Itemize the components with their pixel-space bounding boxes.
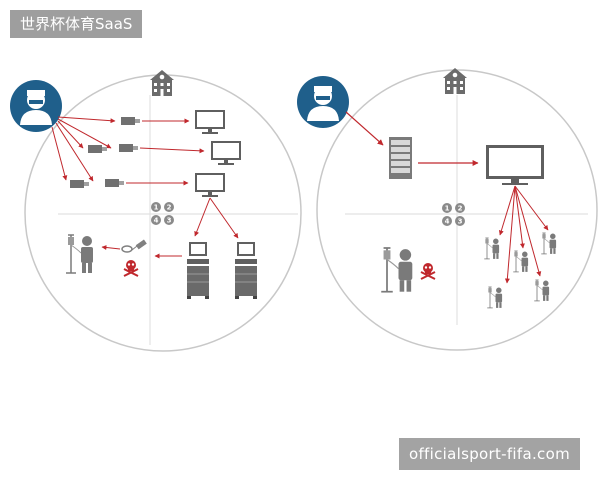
doctor-avatar-icon — [10, 80, 62, 132]
skull-crossbones-icon — [123, 259, 139, 277]
watermark-top-label: 世界杯体育SaaS — [10, 10, 143, 38]
monitor-icon — [211, 141, 241, 165]
pills-icon — [121, 245, 133, 253]
quadrant-number-4: 4 — [154, 217, 159, 225]
quadrant-number-1: 1 — [154, 204, 159, 212]
left-scenario: 1 2 4 3 — [10, 70, 302, 352]
quadrant-number-3: 3 — [458, 218, 463, 226]
patient-iv-icon — [533, 279, 550, 302]
quadrant-number-2: 2 — [167, 204, 172, 212]
patient-iv-icon — [380, 247, 414, 293]
medical-cart-icon — [234, 241, 258, 300]
quadrant-number-1: 1 — [445, 205, 450, 213]
usb-drive-icon — [105, 179, 124, 187]
patient-iv-icon — [483, 237, 500, 260]
monitor-to-cart-arrows — [154, 197, 239, 259]
monitor-icon — [195, 173, 225, 197]
syringe-icon — [131, 239, 147, 251]
hospital-icon — [150, 70, 174, 96]
medical-cart-icon — [186, 241, 210, 300]
skull-crossbones-icon — [420, 262, 436, 280]
usb-to-monitor-arrows — [126, 118, 205, 186]
patient-group — [483, 232, 557, 309]
patient-iv-icon — [486, 286, 503, 309]
quadrant-number-4: 4 — [445, 218, 450, 226]
usb-drive-icon — [70, 180, 89, 188]
patient-iv-icon — [65, 234, 94, 274]
usb-drive-icon — [88, 145, 107, 153]
drug-to-patient-arrow — [101, 245, 121, 250]
doctor-avatar-icon — [297, 76, 349, 128]
quadrant-number-badges: 1 2 4 3 — [151, 202, 174, 225]
quadrant-number-2: 2 — [458, 205, 463, 213]
patient-iv-icon — [540, 232, 557, 255]
usb-drive-icon — [121, 117, 140, 125]
watermark-bottom-url[interactable]: officialsport-fifa.com — [399, 438, 580, 470]
server-icon — [389, 137, 412, 179]
patient-iv-icon — [512, 250, 529, 273]
monitor-icon — [486, 145, 544, 185]
left-circle — [24, 74, 302, 352]
monitor-icon — [195, 110, 225, 134]
hospital-icon — [443, 68, 467, 94]
right-scenario: 1 2 4 3 — [297, 68, 598, 351]
doctor-to-server-arrow — [345, 111, 384, 146]
usb-drive-icon — [119, 144, 138, 152]
doctor-to-usb-arrows — [51, 116, 116, 182]
monitor-to-patients-arrows — [498, 185, 549, 284]
quadrant-number-3: 3 — [167, 217, 172, 225]
quadrant-number-badges: 1 2 4 3 — [442, 203, 465, 226]
